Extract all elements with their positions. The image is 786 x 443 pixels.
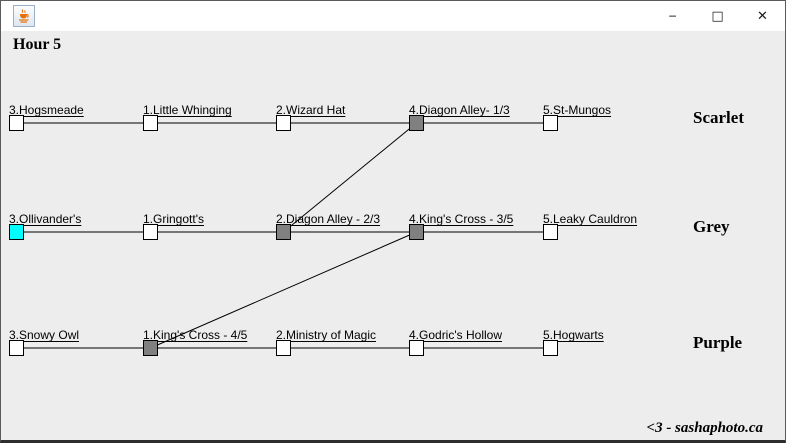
station-label: 4.Diagon Alley- 1/3 — [409, 103, 510, 117]
station-node[interactable] — [543, 224, 558, 240]
maximize-button[interactable]: □ — [711, 8, 724, 24]
station-node[interactable] — [143, 340, 158, 356]
station-node[interactable] — [143, 224, 158, 240]
row-label-scarlet: Scarlet — [693, 108, 744, 127]
station-label: 4.King's Cross - 3/5 — [409, 212, 514, 226]
station-node[interactable] — [409, 224, 424, 240]
row-label-purple: Purple — [693, 333, 743, 352]
row-label-grey: Grey — [693, 217, 730, 236]
station-label: 1.Gringott's — [143, 212, 204, 226]
window-controls: ─ □ ✕ — [650, 1, 785, 31]
station-label: 1.Little Whinging — [143, 103, 232, 117]
station-label: 2.Diagon Alley - 2/3 — [276, 212, 381, 226]
titlebar: ─ □ ✕ — [1, 1, 785, 31]
hour-label: Hour 5 — [13, 36, 62, 53]
minimize-button[interactable]: ─ — [669, 9, 676, 23]
station-label: 5.St-Mungos — [543, 103, 612, 117]
station-label: 2.Ministry of Magic — [276, 328, 377, 342]
station-label: 2.Wizard Hat — [276, 103, 346, 117]
station-label: 4.Godric's Hollow — [409, 328, 502, 342]
station-node[interactable] — [9, 340, 24, 356]
station-node[interactable] — [276, 340, 291, 356]
java-coffee-icon — [13, 5, 35, 27]
station-node[interactable] — [543, 340, 558, 356]
station-node[interactable] — [543, 115, 558, 131]
close-button[interactable]: ✕ — [757, 8, 768, 24]
station-node[interactable] — [409, 115, 424, 131]
station-node[interactable] — [409, 340, 424, 356]
station-node[interactable] — [143, 115, 158, 131]
station-node[interactable] — [276, 224, 291, 240]
station-label: 3.Snowy Owl — [9, 328, 80, 342]
station-label: 3.Ollivander's — [9, 212, 82, 226]
station-node[interactable] — [9, 115, 24, 131]
station-node[interactable] — [276, 115, 291, 131]
station-label: 5.Leaky Cauldron — [543, 212, 638, 226]
station-node[interactable] — [9, 224, 24, 240]
credit-text: <3 - sashaphoto.ca — [646, 420, 763, 436]
station-label: 3.Hogsmeade — [9, 103, 84, 117]
station-label: 5.Hogwarts — [543, 328, 604, 342]
station-label: 1.King's Cross - 4/5 — [143, 328, 248, 342]
